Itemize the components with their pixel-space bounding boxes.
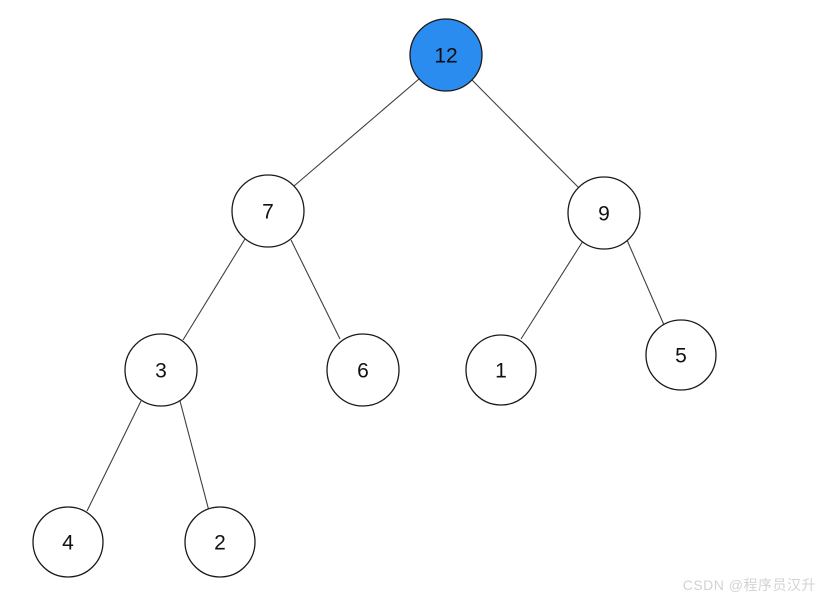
tree-edge-n3-n2: [179, 400, 210, 512]
node-circle-1[interactable]: [465, 334, 537, 406]
tree-edge-n12-n9: [471, 79, 580, 189]
node-circle-5[interactable]: [645, 319, 717, 391]
node-circle-2[interactable]: [184, 506, 256, 578]
tree-node-6[interactable]: 6: [326, 333, 400, 407]
tree-node-12[interactable]: 12: [409, 18, 483, 92]
tree-node-9[interactable]: 9: [567, 176, 641, 250]
tree-edge-n7-n6: [290, 239, 341, 340]
tree-node-5[interactable]: 5: [645, 319, 717, 391]
tree-node-3[interactable]: 3: [124, 333, 198, 407]
tree-edge-n9-n1: [520, 240, 584, 340]
node-circle-4[interactable]: [32, 506, 104, 578]
tree-node-7[interactable]: 7: [231, 174, 305, 248]
tree-node-4[interactable]: 4: [32, 506, 104, 578]
node-circle-9[interactable]: [567, 176, 641, 250]
tree-node-2[interactable]: 2: [184, 506, 256, 578]
tree-node-1[interactable]: 1: [465, 334, 537, 406]
node-circle-6[interactable]: [326, 333, 400, 407]
tree-edges-group: [86, 78, 665, 512]
tree-edge-n9-n5: [626, 239, 665, 326]
csdn-watermark: CSDN @程序员汉升: [682, 577, 816, 593]
node-circle-3[interactable]: [124, 333, 198, 407]
node-circle-7[interactable]: [231, 174, 305, 248]
node-circle-12[interactable]: [409, 18, 483, 92]
tree-edge-n12-n7: [293, 78, 420, 187]
tree-edge-n3-n4: [86, 400, 142, 512]
tree-edge-n7-n3: [182, 238, 246, 341]
